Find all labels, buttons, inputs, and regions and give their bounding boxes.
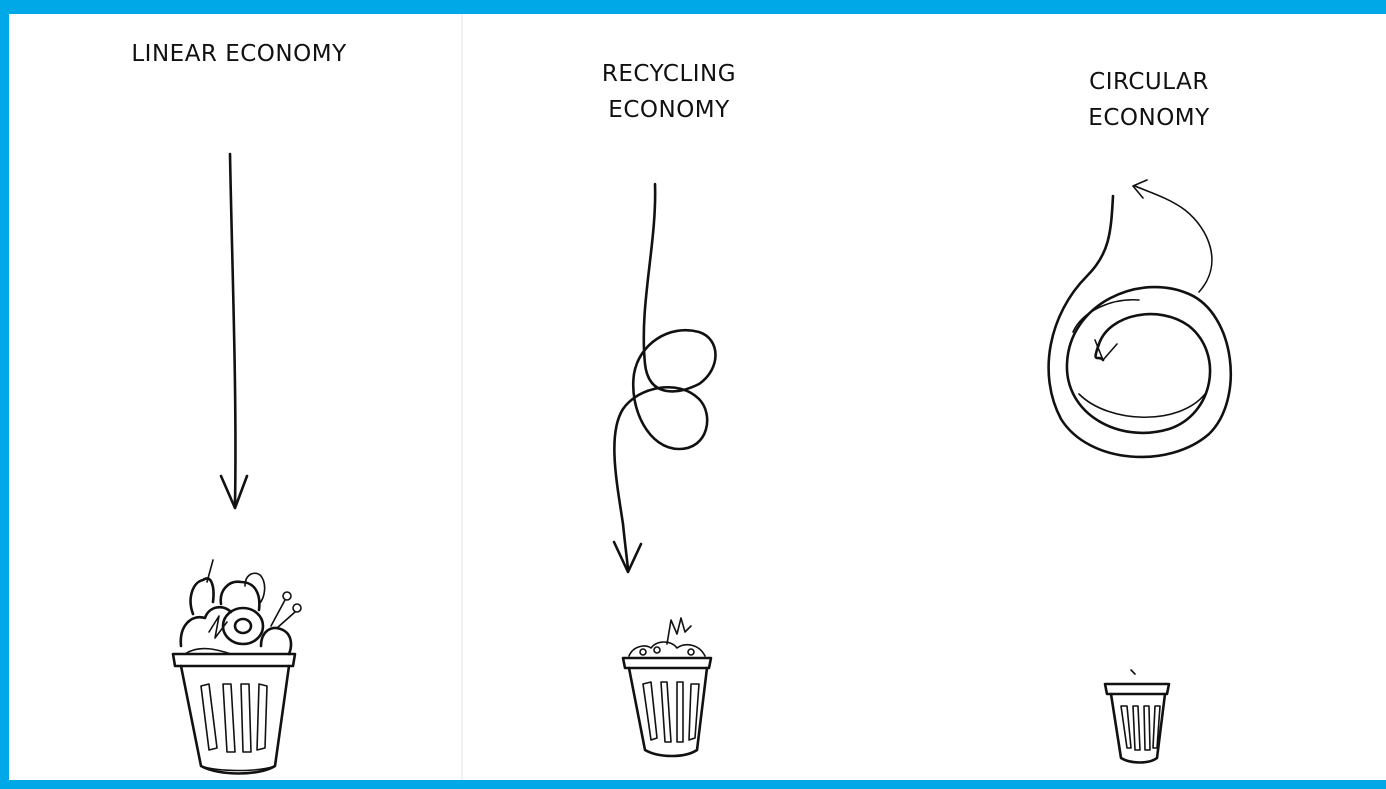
circular-economy-title: CIRCULAR ECONOMY (1088, 69, 1210, 131)
panel-divider (461, 14, 463, 780)
recycling-economy-title: RECYCLING ECONOMY (601, 61, 737, 123)
full-trash-bin-icon (171, 559, 302, 775)
empty-trash-bin-icon (1103, 669, 1171, 764)
linear-economy-title: LINEAR ECONOMY (131, 41, 347, 67)
straight-arrow-icon (219, 152, 249, 510)
spiral-arrow-icon (1047, 179, 1233, 459)
diagram-art (171, 152, 1233, 775)
half-full-trash-bin-icon (621, 617, 713, 758)
looped-arrow-icon (612, 182, 717, 574)
